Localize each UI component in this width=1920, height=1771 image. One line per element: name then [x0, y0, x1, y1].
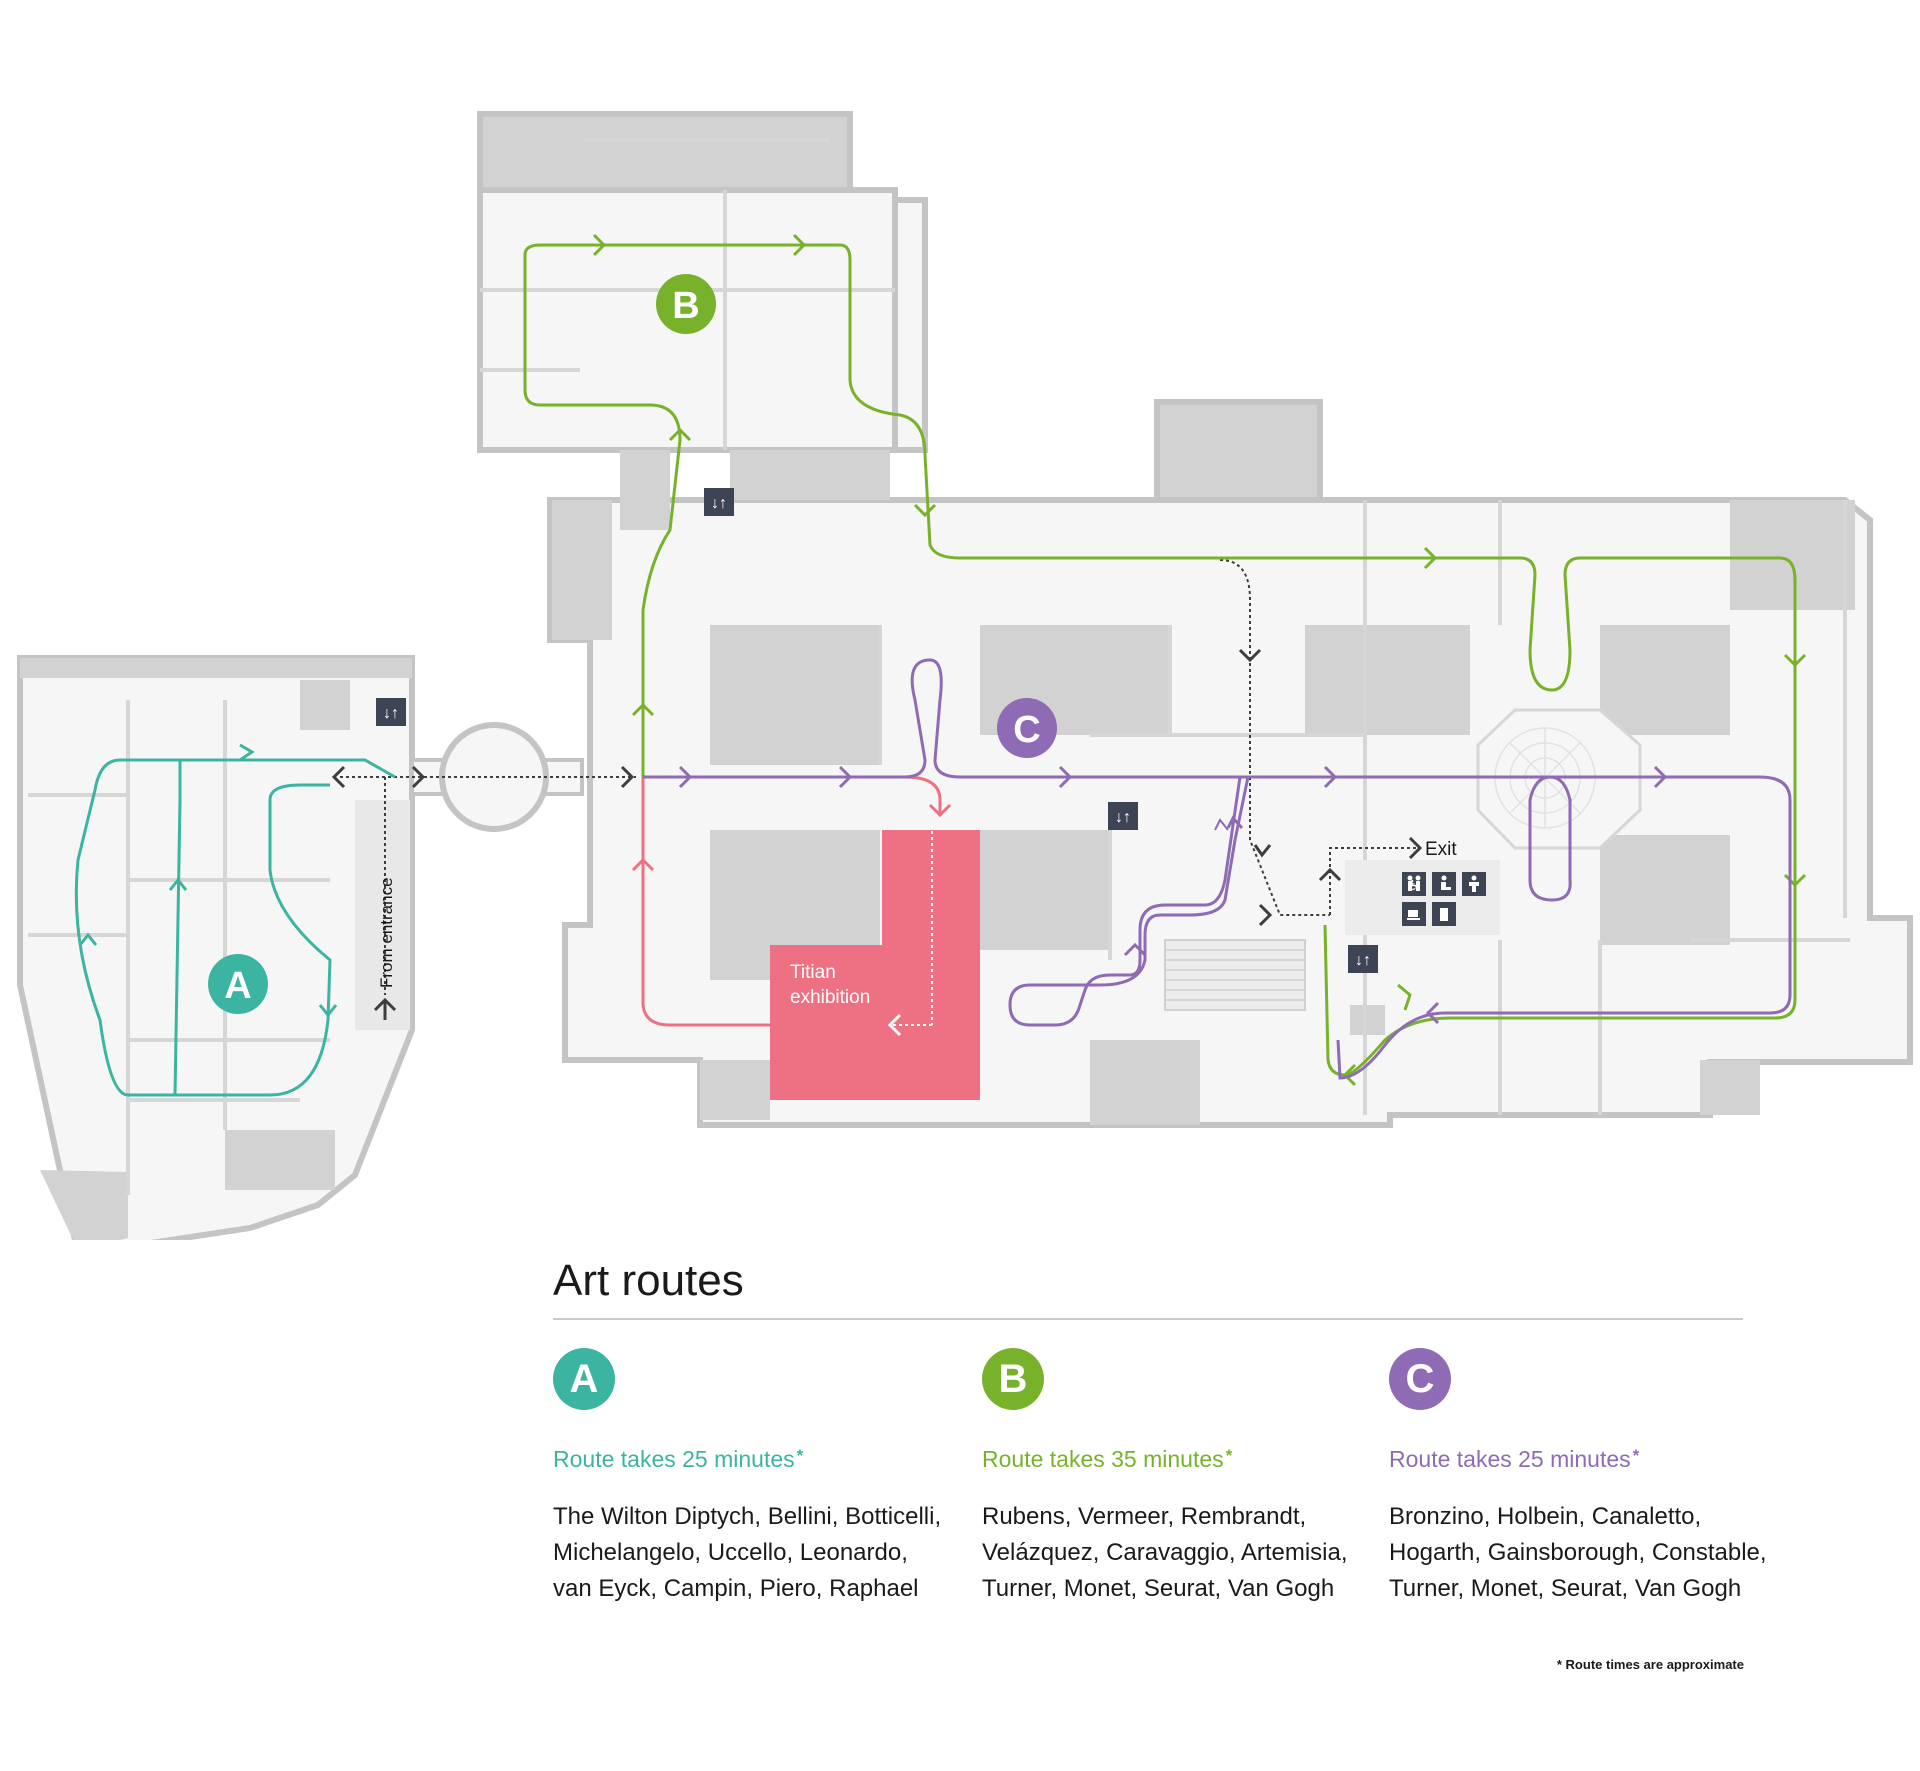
route-c-path: [643, 658, 1792, 1080]
map-badge-a-label: A: [224, 965, 251, 1007]
route-a-path: [74, 743, 396, 1097]
route-b-path: [523, 233, 1807, 1087]
exhibition-label-line2: exhibition: [790, 987, 870, 1008]
route-c-badge: C: [1389, 1348, 1451, 1410]
lift-icon: ↓↑: [376, 698, 406, 726]
lift-icon: ↓↑: [704, 488, 734, 516]
route-b-time: Route takes 35 minutes*: [982, 1446, 1402, 1473]
route-a-time-star: *: [796, 1446, 804, 1465]
svg-text:↓↑: ↓↑: [1355, 952, 1371, 969]
map-badge-c-label: C: [1013, 709, 1040, 751]
map-badge-b: B: [656, 274, 716, 334]
route-a-works: The Wilton Diptych, Bellini, Botticelli,…: [553, 1499, 973, 1607]
footnote: * Route times are approximate: [1556, 1657, 1744, 1672]
route-b-works-line: Velázquez, Caravaggio, Artemisia,: [982, 1539, 1348, 1566]
svg-text:↓↑: ↓↑: [711, 495, 727, 512]
route-b-works-line: Turner, Monet, Seurat, Van Gogh: [982, 1575, 1335, 1602]
route-a-time: Route takes 25 minutes*: [553, 1446, 973, 1473]
map-badge-c: C: [997, 698, 1057, 758]
route-c-time-text: Route takes 25 minutes: [1389, 1446, 1631, 1472]
route-a-works-line: The Wilton Diptych, Bellini, Botticelli,: [553, 1503, 942, 1530]
svg-text:↓↑: ↓↑: [1115, 809, 1131, 826]
exit-label: Exit: [1425, 839, 1457, 860]
route-a-badge: A: [553, 1348, 615, 1410]
gallery-floor-plan: Titian exhibition: [17, 111, 1913, 1240]
lift-icon: ↓↑: [1108, 802, 1138, 830]
route-b-badge: B: [982, 1348, 1044, 1410]
route-b-time-text: Route takes 35 minutes: [982, 1446, 1224, 1472]
entrance-connector: [331, 559, 1423, 1020]
map-badge-b-label: B: [672, 285, 699, 327]
svg-text:↓↑: ↓↑: [383, 705, 399, 722]
legend-divider: [553, 1318, 1743, 1320]
route-c-card: C Route takes 25 minutes* Bronzino, Holb…: [1389, 1348, 1809, 1607]
facilities-group: ♿: [1402, 872, 1486, 926]
route-a-works-line: Michelangelo, Uccello, Leonardo,: [553, 1539, 908, 1566]
route-c-works-line: Bronzino, Holbein, Canaletto,: [1389, 1503, 1702, 1530]
route-c-works-line: Hogarth, Gainsborough, Constable,: [1389, 1539, 1767, 1566]
route-c-time-star: *: [1632, 1446, 1640, 1465]
route-a-time-text: Route takes 25 minutes: [553, 1446, 795, 1472]
route-b-card: B Route takes 35 minutes* Rubens, Vermee…: [982, 1348, 1402, 1607]
route-b-works-line: Rubens, Vermeer, Rembrandt,: [982, 1503, 1307, 1530]
route-c-works-line: Turner, Monet, Seurat, Van Gogh: [1389, 1575, 1742, 1602]
west-wing: [17, 655, 415, 1240]
route-a-works-line: van Eyck, Campin, Piero, Raphael: [553, 1575, 919, 1602]
route-a-card: A Route takes 25 minutes* The Wilton Dip…: [553, 1348, 973, 1607]
legend-title: Art routes: [553, 1256, 744, 1305]
from-entrance-label: From entrance: [377, 877, 396, 988]
map-badge-a: A: [208, 954, 268, 1014]
route-b-works: Rubens, Vermeer, Rembrandt, Velázquez, C…: [982, 1499, 1402, 1607]
lift-icon: ↓↑: [1348, 945, 1378, 973]
titian-exhibition-room: [770, 830, 980, 1100]
route-b-time-star: *: [1225, 1446, 1233, 1465]
route-c-works: Bronzino, Holbein, Canaletto, Hogarth, G…: [1389, 1499, 1809, 1607]
toilets-icon: [1402, 872, 1426, 896]
exhibition-path: [631, 775, 952, 1037]
route-c-time: Route takes 25 minutes*: [1389, 1446, 1809, 1473]
exhibition-label-line1: Titian: [790, 962, 836, 983]
